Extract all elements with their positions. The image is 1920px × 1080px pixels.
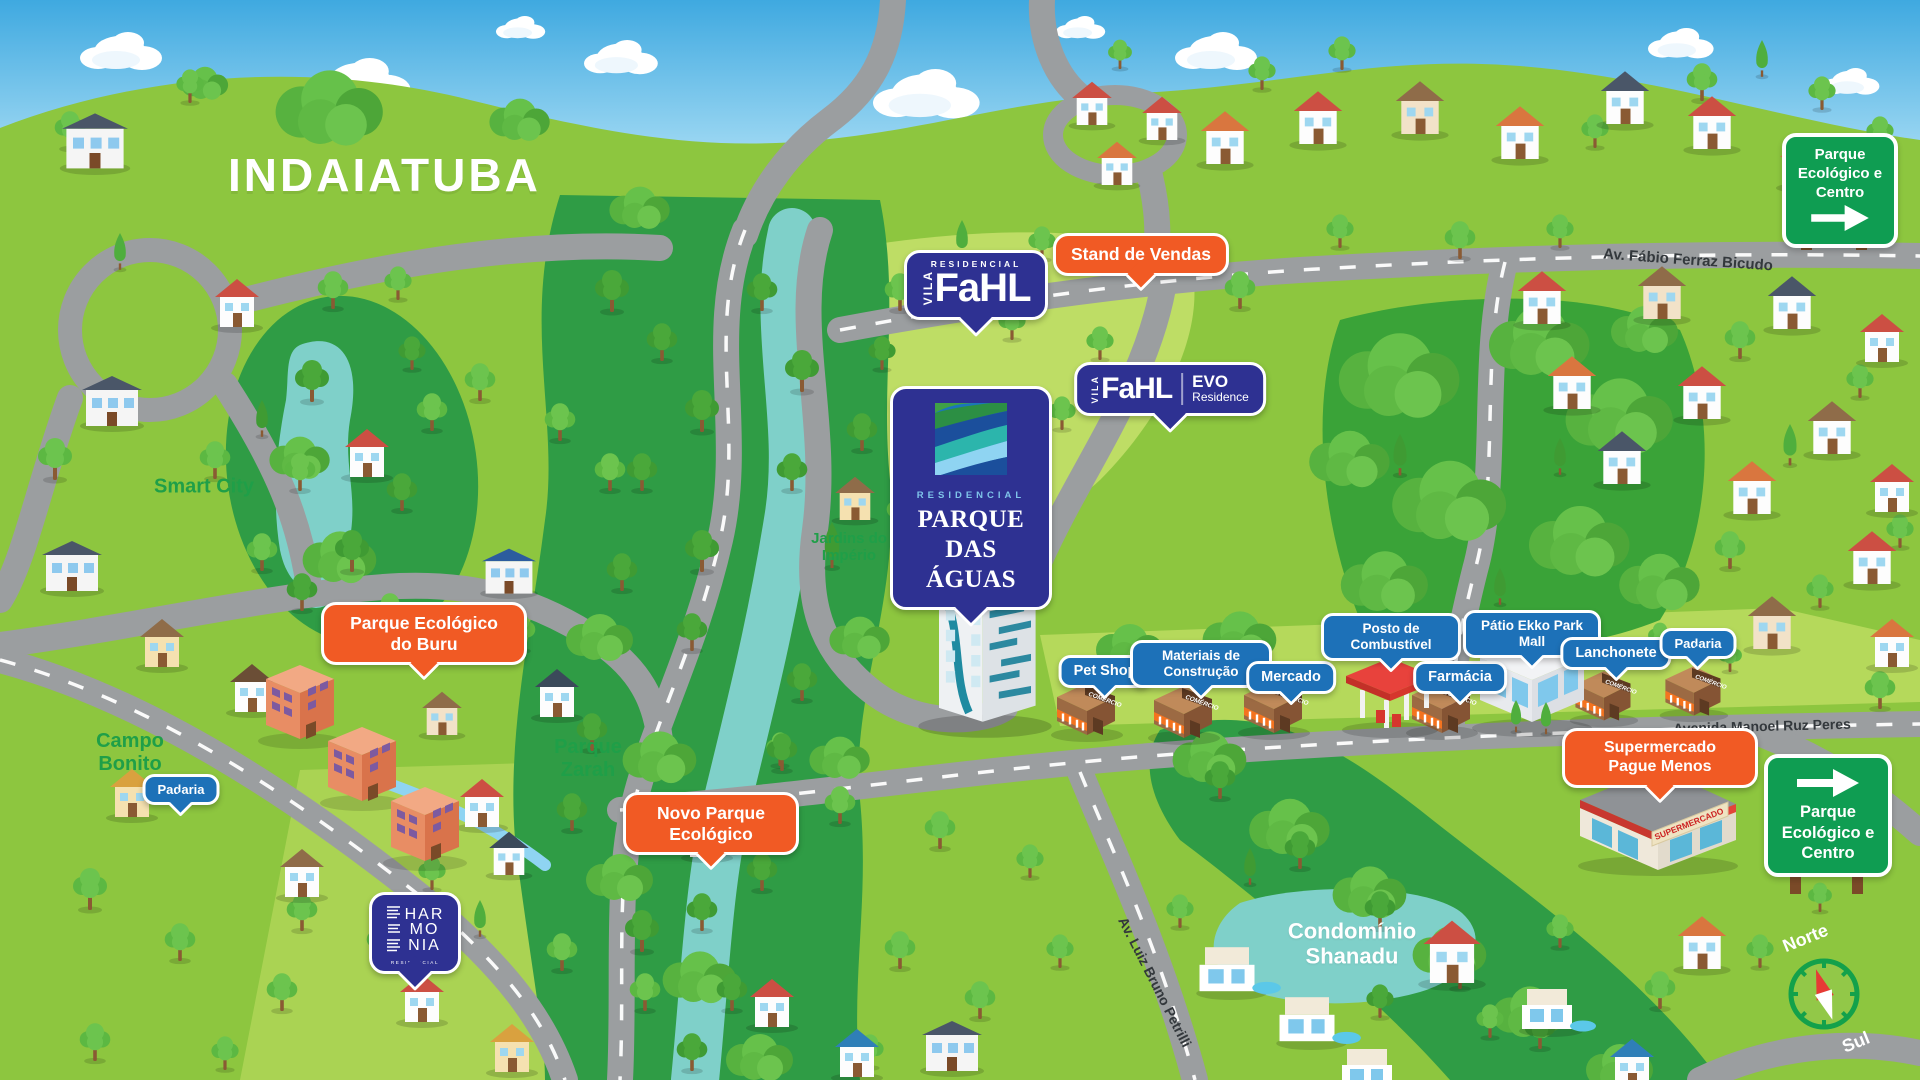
arrow-right-icon: [1811, 205, 1869, 232]
vila-fahl-vila: VILA: [920, 270, 935, 306]
harmonia-callout: HAR MO NIA RESIDENCIAL: [369, 892, 461, 975]
vila-fahl-evo-callout: VILA FaHL EVO Residence: [1074, 362, 1266, 416]
arrow-right-icon: [1797, 769, 1859, 797]
vila-fahl-callout: RESIDENCIAL VILA FaHL: [904, 250, 1048, 321]
area-label-jardins-imperio: Jardins do Império: [811, 529, 887, 564]
sign-parque-centro-sul: Parque Ecológico e Centro: [1764, 754, 1892, 877]
area-label-campo-bonito: Campo Bonito: [96, 730, 164, 775]
vila-fahl-name: FaHL: [934, 266, 1032, 311]
city-title: INDAIATUBA: [228, 149, 541, 201]
callout-padaria-oeste: Padaria: [142, 774, 220, 806]
shanadu-pond: [1213, 889, 1476, 1004]
callout-stand-de-vendas: Stand de Vendas: [1052, 233, 1230, 276]
callout-padaria-leste: Padaria: [1659, 628, 1737, 660]
parque-das-aguas-callout: RESIDENCIAL PARQUE DAS ÁGUAS: [890, 386, 1052, 611]
sign-text: Parque Ecológico e Centro: [1797, 146, 1883, 201]
area-label-smart-city: Smart City: [153, 475, 255, 498]
evo-residence-label: Residence: [1192, 390, 1249, 405]
harmonia-residencial: RESIDENCIAL: [390, 960, 440, 965]
evo-divider: [1181, 373, 1184, 405]
callout-farmacia: Farmácia: [1413, 661, 1507, 695]
evo-label: EVO: [1192, 372, 1229, 392]
pda-name-line2: DAS ÁGUAS: [925, 536, 1016, 594]
callout-pague-menos: Supermercado Pague Menos: [1562, 728, 1758, 788]
harmonia-l1: HAR: [404, 906, 445, 924]
callout-posto: Posto de Combustível: [1321, 613, 1461, 661]
callout-lanchonete: Lanchonete: [1560, 637, 1672, 671]
area-label-condominio-shanadu: Condomínio Shanadu: [1287, 918, 1417, 969]
pda-name-line1: PARQUE: [917, 506, 1025, 534]
harmonia-waves-icon: [386, 906, 400, 952]
harmonia-l2: MO: [409, 921, 440, 939]
area-label-parque-zarah: Parque Zarah: [554, 736, 622, 781]
compass-icon: [1788, 958, 1860, 1030]
sign-text: Parque Ecológico e Centro: [1781, 803, 1875, 863]
sign-parque-centro-norte: Parque Ecológico e Centro: [1782, 133, 1898, 249]
callout-parque-buru: Parque Ecológico do Buru: [321, 602, 527, 666]
parque-das-aguas-tower: [918, 572, 1052, 738]
evo-fahl-name: FaHL: [1101, 371, 1173, 405]
harmonia-l3: NIA: [408, 936, 441, 954]
callout-patio-ekko: Pátio Ekko Park Mall: [1463, 610, 1601, 658]
callout-mercado: Mercado: [1246, 661, 1336, 695]
callout-novo-parque: Novo Parque Ecológico: [623, 792, 799, 856]
pda-residencial: RESIDENCIAL: [916, 490, 1026, 502]
vila-fahl-residencial: RESIDENCIAL: [930, 259, 1022, 269]
parque-das-aguas-logo-icon: [935, 403, 1007, 475]
evo-vila: VILA: [1090, 374, 1101, 404]
